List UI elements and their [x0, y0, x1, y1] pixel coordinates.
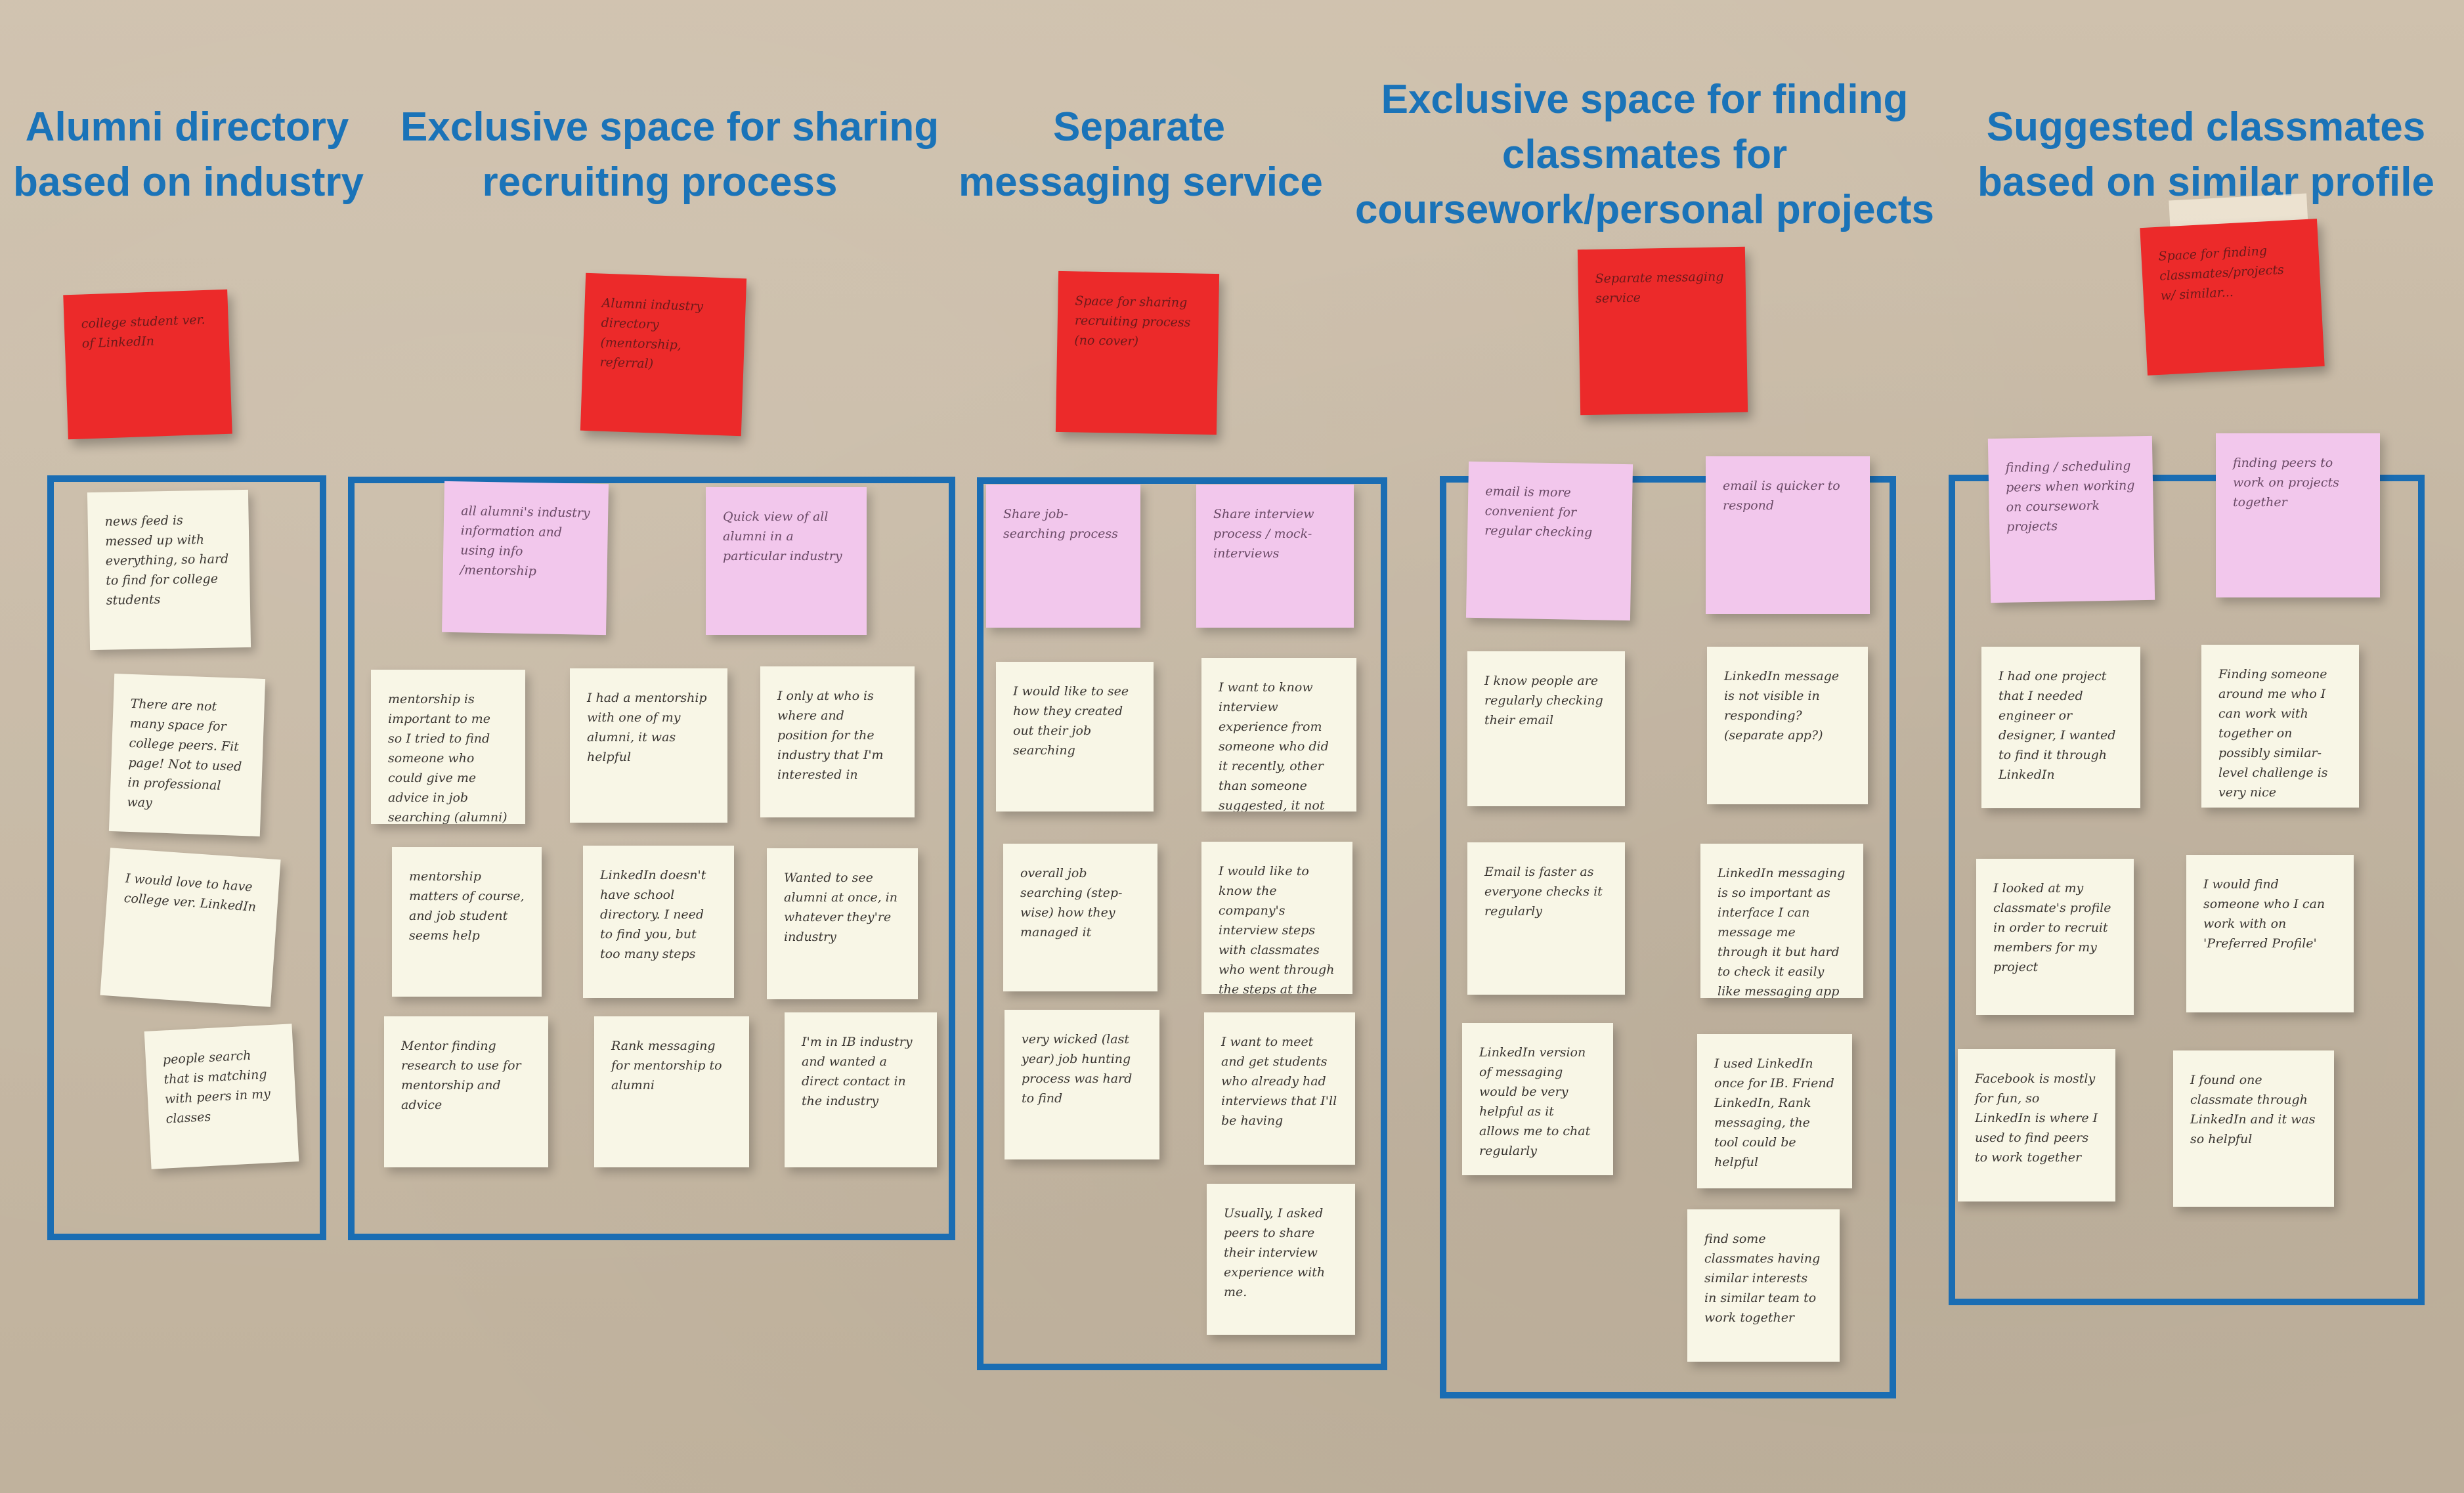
red-sticky-note: Separate messaging service	[1577, 246, 1748, 416]
pink-sticky-note: Share job-searching process	[986, 485, 1140, 628]
pink-sticky-note: Quick view of all alumni in a particular…	[706, 487, 867, 635]
cream-sticky-note: I want to meet and get students who alre…	[1204, 1012, 1355, 1165]
cream-sticky-note: I had one project that I needed engineer…	[1981, 647, 2140, 808]
cream-sticky-note: news feed is messed up with everything, …	[87, 489, 251, 651]
heading-recruiting-process: Exclusive space for sharing recruiting p…	[400, 100, 940, 210]
cream-sticky-note: I looked at my classmate's profile in or…	[1976, 859, 2134, 1015]
cream-sticky-note: I used LinkedIn once for IB. Friend Link…	[1697, 1034, 1852, 1188]
heading-line: Separate	[1053, 104, 1225, 150]
cream-sticky-note: LinkedIn doesn't have school directory. …	[583, 846, 734, 998]
cream-sticky-note: I would like to know the company's inter…	[1201, 842, 1352, 994]
cream-sticky-note: very wicked (last year) job hunting proc…	[1005, 1010, 1159, 1159]
group-box-recruiting-process	[348, 477, 955, 1240]
cream-sticky-note: Mentor finding research to use for mento…	[384, 1016, 548, 1167]
heading-line: recruiting process	[482, 160, 838, 205]
heading-finding-classmates: Exclusive space for finding classmates f…	[1352, 72, 1937, 238]
cream-sticky-note: There are not many space for college pee…	[108, 674, 266, 836]
heading-messaging-service: Separate messaging service	[959, 100, 1323, 210]
heading-line: Suggested classmates	[1986, 104, 2426, 150]
cream-sticky-note: Facebook is mostly for fun, so LinkedIn …	[1958, 1049, 2115, 1201]
heading-suggested-classmates: Suggested classmates based on similar pr…	[1970, 100, 2442, 210]
red-sticky-note: Alumni industry directory (mentorship, r…	[580, 272, 747, 437]
cream-sticky-note: I would like to see how they created out…	[996, 662, 1154, 811]
heading-line: based on industry	[13, 160, 364, 205]
cream-sticky-note: people search that is matching with peer…	[144, 1024, 299, 1169]
cream-sticky-note: LinkedIn messaging is so important as in…	[1700, 844, 1863, 998]
heading-line: classmates for	[1502, 132, 1788, 177]
pink-sticky-note: email is more convenient for regular che…	[1465, 461, 1633, 621]
group-box-alumni-directory	[47, 475, 326, 1240]
cream-sticky-note: mentorship is important to me so I tried…	[371, 670, 525, 824]
cream-sticky-note: mentorship matters of course, and job st…	[392, 847, 542, 997]
group-box-finding-classmates	[1440, 476, 1896, 1398]
cream-sticky-note: Finding someone around me who I can work…	[2201, 645, 2359, 808]
pink-sticky-note: finding peers to work on projects togeth…	[2216, 433, 2380, 597]
cream-sticky-note: I found one classmate through LinkedIn a…	[2173, 1050, 2334, 1207]
cream-sticky-note: I only at who is where and position for …	[760, 666, 915, 817]
cream-sticky-note: I want to know interview experience from…	[1201, 658, 1356, 811]
group-box-messaging-service	[977, 477, 1387, 1370]
cream-sticky-note: overall job searching (step-wise) how th…	[1003, 844, 1157, 991]
cream-sticky-note: I would love to have college ver. Linked…	[100, 848, 281, 1007]
group-box-suggested-classmates	[1949, 475, 2425, 1305]
cream-sticky-note: find some classmates having similar inte…	[1687, 1209, 1840, 1362]
cream-sticky-note: Usually, I asked peers to share their in…	[1207, 1184, 1355, 1335]
pink-sticky-note: finding / scheduling peers when working …	[1987, 435, 2155, 603]
heading-alumni-directory: Alumni directory based on industry	[13, 100, 364, 210]
cream-sticky-note: I'm in IB industry and wanted a direct c…	[785, 1012, 937, 1167]
cream-sticky-note: Email is faster as everyone checks it re…	[1467, 842, 1625, 995]
heading-line: coursework/personal projects	[1354, 187, 1935, 232]
heading-line: messaging service	[959, 160, 1323, 205]
heading-line: Exclusive space for sharing	[400, 104, 940, 150]
heading-line: based on similar profile	[1978, 160, 2434, 205]
pink-sticky-note: all alumni's industry information and us…	[442, 481, 609, 636]
cream-sticky-note: LinkedIn message is not visible in respo…	[1707, 647, 1868, 804]
cream-sticky-note: I know people are regularly checking the…	[1467, 651, 1625, 806]
pink-sticky-note: Share interview process / mock-interview…	[1196, 485, 1354, 628]
cream-sticky-note: I had a mentorship with one of my alumni…	[570, 668, 727, 823]
red-sticky-note: Space for sharing recruiting process (no…	[1055, 270, 1220, 435]
cream-sticky-note: I would find someone who I can work with…	[2186, 855, 2354, 1012]
cream-sticky-note: Rank messaging for mentorship to alumni	[594, 1016, 749, 1167]
cream-sticky-note: LinkedIn version of messaging would be v…	[1462, 1023, 1613, 1175]
red-sticky-note: college student ver. of LinkedIn	[63, 289, 232, 440]
heading-line: Exclusive space for finding	[1381, 77, 1909, 122]
cream-sticky-note: Wanted to see alumni at once, in whateve…	[767, 848, 918, 999]
pink-sticky-note: email is quicker to respond	[1706, 456, 1870, 614]
red-sticky-note: Space for finding classmates/projects w/…	[2140, 219, 2325, 376]
heading-line: Alumni directory	[25, 104, 349, 150]
